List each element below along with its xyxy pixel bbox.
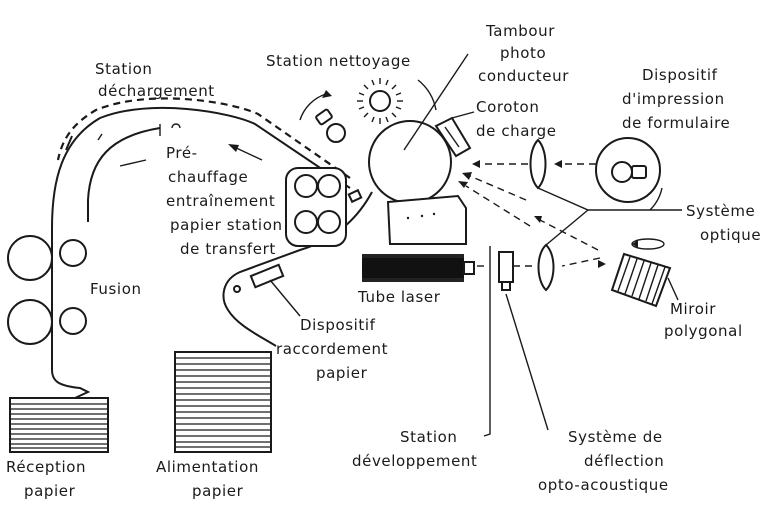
label-coroton-2: de charge <box>476 122 557 140</box>
upper-lens <box>529 138 547 190</box>
label-tambour-2: photo <box>500 44 546 62</box>
label-station-dechargement-2: déchargement <box>98 82 215 100</box>
development-station <box>386 194 467 245</box>
label-entrainement-3: de transfert <box>180 240 276 258</box>
supply-stack <box>174 351 272 453</box>
label-tube-laser: Tube laser <box>357 288 441 306</box>
label-systeme-optique-1: Système <box>686 202 755 220</box>
label-tambour-1: Tambour <box>485 22 555 40</box>
label-systeme-deflection-3: opto-acoustique <box>538 476 669 494</box>
label-station-developpement-1: Station <box>400 428 458 446</box>
label-reception-1: Réception <box>6 458 86 476</box>
cleaning-station-icon <box>357 78 403 124</box>
label-systeme-deflection-2: déflection <box>584 452 664 470</box>
paper-path <box>51 97 373 405</box>
label-entrainement-2: papier station <box>170 216 283 234</box>
label-systeme-deflection-1: Système de <box>568 428 663 446</box>
polygon-mirror <box>610 238 679 308</box>
label-dispositif-raccordement-1: Dispositif <box>300 316 376 334</box>
label-dispositif-impression-1: Dispositif <box>642 66 718 84</box>
label-alimentation-2: papier <box>192 482 244 500</box>
lower-lens <box>537 243 555 292</box>
label-prechauffage-1: Pré- <box>166 144 198 162</box>
transfer-rollers <box>285 167 363 247</box>
label-coroton-1: Coroton <box>476 98 539 116</box>
label-station-developpement-2: développement <box>352 452 478 470</box>
label-entrainement-1: entraînement <box>166 192 275 210</box>
label-prechauffage-2: chauffage <box>168 168 248 186</box>
laser-tube <box>362 254 475 282</box>
label-station-dechargement-1: Station <box>95 60 153 78</box>
fusion-rollers <box>7 235 87 345</box>
optical-beams <box>458 160 606 268</box>
bulb-icon <box>315 108 346 143</box>
charge-corona <box>434 116 472 158</box>
label-alimentation-1: Alimentation <box>156 458 259 476</box>
reception-stack <box>9 397 109 453</box>
acousto-optic-deflector <box>498 251 549 431</box>
label-dispositif-raccordement-2: raccordement <box>276 340 388 358</box>
label-reception-2: papier <box>24 482 76 500</box>
label-dispositif-impression-3: de formulaire <box>622 114 730 132</box>
label-miroir-2: polygonal <box>664 322 743 340</box>
label-dispositif-raccordement-3: papier <box>316 364 368 382</box>
labels: Station déchargement Station nettoyage T… <box>6 22 761 500</box>
label-station-nettoyage: Station nettoyage <box>266 52 411 70</box>
label-tambour-3: conducteur <box>478 67 569 85</box>
form-lamp <box>595 137 661 203</box>
label-dispositif-impression-2: d'impression <box>622 90 725 108</box>
label-systeme-optique-2: optique <box>700 226 761 244</box>
paper-connector-device <box>249 263 285 289</box>
label-miroir-1: Miroir <box>670 300 716 318</box>
label-fusion: Fusion <box>90 280 142 298</box>
